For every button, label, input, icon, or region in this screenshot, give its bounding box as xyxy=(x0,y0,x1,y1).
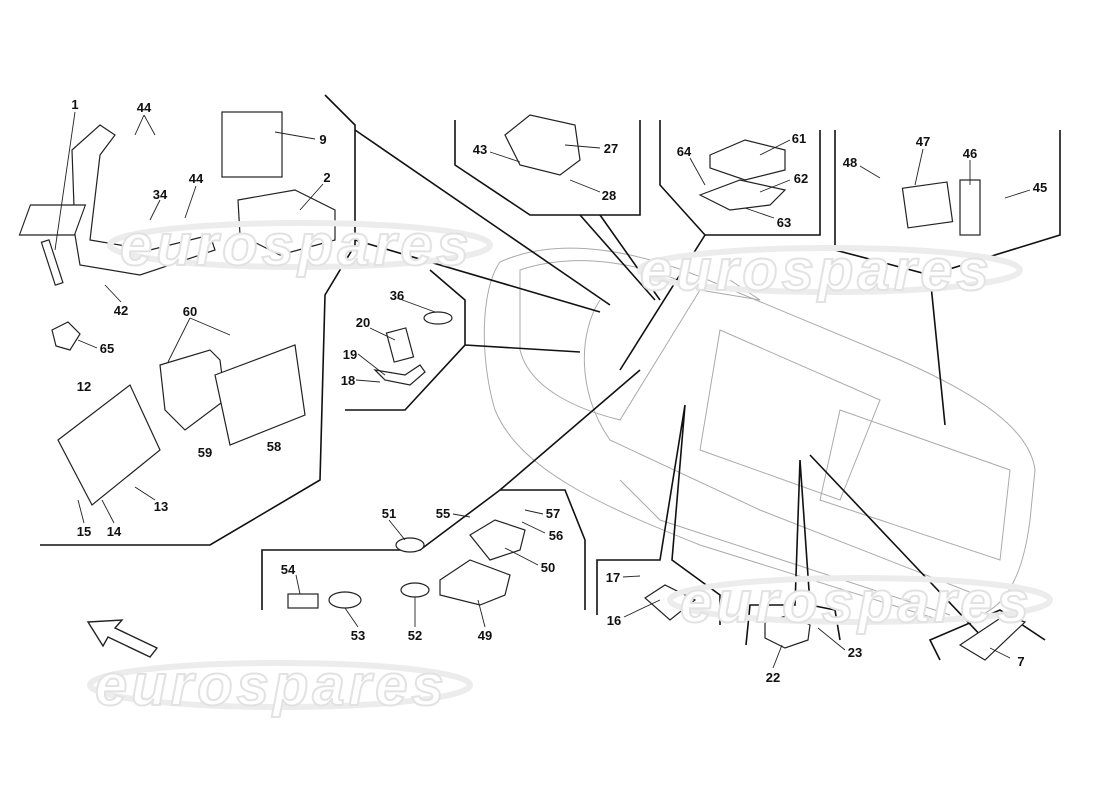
part-label-16: 16 xyxy=(607,613,621,628)
part-label-15: 15 xyxy=(77,524,91,539)
part-label-18: 18 xyxy=(341,373,355,388)
part-label-49: 49 xyxy=(478,628,492,643)
part-label-28: 28 xyxy=(602,188,616,203)
part-label-58: 58 xyxy=(267,439,281,454)
part-label-22: 22 xyxy=(766,670,780,685)
part-label-7: 7 xyxy=(1017,654,1024,669)
part-54-connector xyxy=(287,593,319,609)
part-label-65: 65 xyxy=(100,341,114,356)
part-9-module xyxy=(221,111,283,178)
part-label-61: 61 xyxy=(792,131,806,146)
part-label-14: 14 xyxy=(107,524,122,539)
part-label-2: 2 xyxy=(323,170,330,185)
part-12-module xyxy=(57,384,161,506)
part-label-17: 17 xyxy=(606,570,620,585)
part-34-plate xyxy=(18,204,87,236)
part-label-64: 64 xyxy=(677,144,692,159)
part-label-46: 46 xyxy=(963,146,977,161)
part-label-36: 36 xyxy=(390,288,404,303)
part-62-plate xyxy=(698,179,787,211)
part-47-module xyxy=(901,181,954,229)
part-label-34: 34 xyxy=(153,187,168,202)
part-label-60: 60 xyxy=(183,304,197,319)
part-34-bracket xyxy=(71,124,216,276)
part-label-63: 63 xyxy=(777,215,791,230)
part-61-module xyxy=(709,139,786,181)
part-label-44: 44 xyxy=(189,171,204,186)
part-label-62: 62 xyxy=(794,171,808,186)
part-label-48: 48 xyxy=(843,155,857,170)
watermark-text: eurospares xyxy=(95,653,448,718)
part-label-57: 57 xyxy=(546,506,560,521)
watermarks: eurospares eurospares eurospares eurospa… xyxy=(87,212,1053,719)
part-19-bracket xyxy=(373,364,426,386)
part-label-53: 53 xyxy=(351,628,365,643)
part-label-27: 27 xyxy=(604,141,618,156)
part-label-59: 59 xyxy=(198,445,212,460)
part-label-51: 51 xyxy=(382,506,396,521)
part-1-pin xyxy=(40,239,64,286)
section-dividers xyxy=(40,94,1061,661)
part-label-9: 9 xyxy=(319,132,326,147)
part-27-bracket xyxy=(504,114,581,176)
watermark-text: eurospares xyxy=(680,570,1033,635)
watermark-text: eurospares xyxy=(120,213,473,278)
part-label-19: 19 xyxy=(343,347,357,362)
part-label-20: 20 xyxy=(356,315,370,330)
part-20-module xyxy=(385,327,415,363)
part-59-bracket xyxy=(159,349,226,431)
direction-arrow-icon xyxy=(86,619,159,658)
part-label-56: 56 xyxy=(549,528,563,543)
part-label-42: 42 xyxy=(114,303,128,318)
part-46-bracket xyxy=(959,179,981,236)
part-label-23: 23 xyxy=(848,645,862,660)
part-label-44: 44 xyxy=(137,100,152,115)
part-65-connector xyxy=(51,321,81,351)
part-label-55: 55 xyxy=(436,506,450,521)
part-label-52: 52 xyxy=(408,628,422,643)
part-label-45: 45 xyxy=(1033,180,1047,195)
part-7-module xyxy=(958,614,1027,661)
part-label-13: 13 xyxy=(154,499,168,514)
part-number-labels: 1 44 44 34 9 2 42 60 65 12 59 58 13 15 1… xyxy=(71,97,1047,685)
leader-lines xyxy=(54,111,1031,669)
part-label-50: 50 xyxy=(541,560,555,575)
part-label-12: 12 xyxy=(77,379,91,394)
part-51-cable xyxy=(395,537,425,553)
part-label-43: 43 xyxy=(473,142,487,157)
part-52-cable xyxy=(400,582,430,598)
car-outline xyxy=(483,247,1036,622)
part-label-1: 1 xyxy=(71,97,78,112)
part-36-cable xyxy=(423,311,453,325)
part-label-54: 54 xyxy=(281,562,296,577)
part-53-cable xyxy=(328,591,362,609)
part-50-bracket xyxy=(469,519,526,561)
part-58-module xyxy=(214,344,306,446)
watermark-text: eurospares xyxy=(640,238,993,303)
part-label-47: 47 xyxy=(916,134,930,149)
part-49-module xyxy=(439,559,511,606)
